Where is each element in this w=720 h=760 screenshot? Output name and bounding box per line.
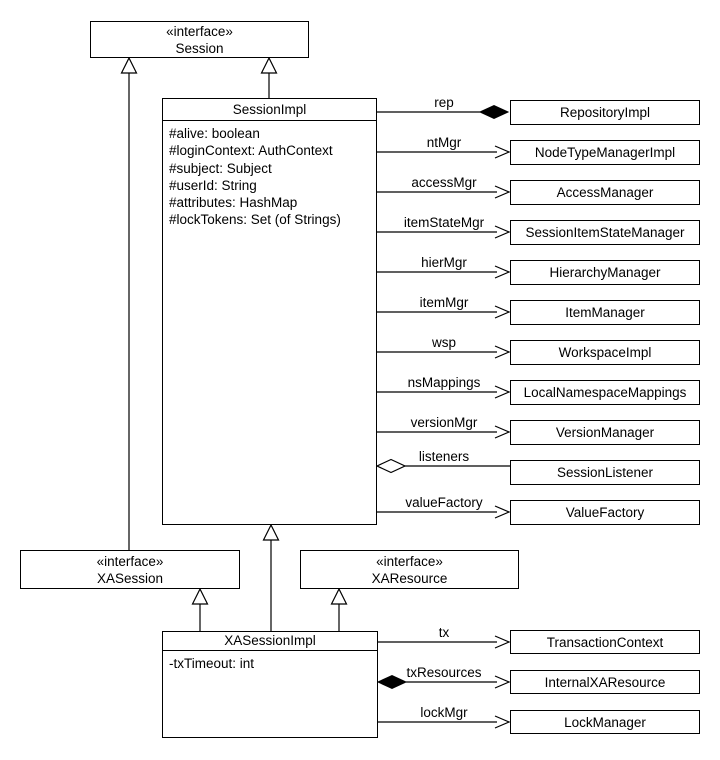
assoc-tx: [378, 635, 511, 649]
class-box-repositoryimpl: RepositoryImpl: [510, 100, 700, 125]
assoc-label-versionmgr: versionMgr: [410, 415, 478, 430]
class-name: NodeTypeManagerImpl: [534, 145, 676, 160]
interface-box-xaresource: «interface» XAResource: [300, 550, 519, 589]
class-box-workspaceimpl: WorkspaceImpl: [510, 340, 700, 365]
attribute: #attributes: HashMap: [169, 195, 298, 211]
class-box-transactioncontext: TransactionContext: [510, 630, 700, 654]
assoc-label-hiermgr: hierMgr: [421, 255, 467, 270]
attribute: #lockTokens: Set (of Strings): [169, 212, 341, 228]
class-box-hierarchymanager: HierarchyManager: [510, 260, 700, 285]
interface-name: Session: [175, 40, 224, 56]
class-box-sessionitemstatemanager: SessionItemStateManager: [510, 220, 700, 245]
class-name: AccessManager: [556, 185, 654, 200]
assoc-label-tx: tx: [438, 625, 450, 640]
assoc-label-txresources: txResources: [406, 665, 482, 680]
class-box-versionmanager: VersionManager: [510, 420, 700, 445]
class-name: TransactionContext: [546, 634, 664, 650]
assoc-label-accessmgr: accessMgr: [411, 175, 477, 190]
attribute-compartment: -txTimeout: int: [163, 651, 377, 676]
assoc-label-ntmgr: ntMgr: [426, 135, 462, 150]
attribute-compartment: #alive: boolean #loginContext: AuthConte…: [163, 121, 376, 233]
assoc-ntMgr: [377, 145, 511, 159]
class-box-localnamespacemappings: LocalNamespaceMappings: [510, 380, 700, 405]
attribute: #loginContext: AuthContext: [169, 143, 333, 159]
assoc-txResources: [376, 674, 511, 690]
interface-name: XAResource: [371, 570, 448, 586]
interface-box-xasession: «interface» XASession: [20, 550, 240, 589]
stereotype-label: «interface»: [96, 553, 164, 569]
generalization-xasessionimpl-to-xasession: [191, 587, 209, 631]
class-title-sessionimpl: SessionImpl: [163, 99, 376, 121]
assoc-itemStateMgr: [377, 225, 511, 239]
assoc-label-rep: rep: [434, 95, 454, 110]
assoc-wsp: [377, 345, 511, 359]
assoc-valueFactory: [377, 505, 511, 519]
assoc-label-lockmgr: lockMgr: [420, 705, 468, 720]
assoc-label-listeners: listeners: [418, 449, 470, 464]
attribute: #alive: boolean: [169, 126, 260, 141]
class-name: InternalXAResource: [544, 674, 666, 690]
assoc-lockMgr: [378, 715, 511, 729]
class-box-valuefactory: ValueFactory: [510, 500, 700, 525]
class-name: SessionListener: [556, 465, 654, 480]
class-name: ItemManager: [565, 305, 645, 320]
assoc-hierMgr: [377, 265, 511, 279]
stereotype-label: «interface»: [166, 23, 233, 39]
class-name: VersionManager: [555, 425, 655, 440]
interface-box-session: «interface» Session: [90, 21, 309, 58]
assoc-versionMgr: [377, 425, 511, 439]
class-name: HierarchyManager: [549, 265, 661, 280]
generalization-xasession-to-session: [120, 56, 138, 550]
assoc-label-wsp: wsp: [431, 335, 456, 350]
assoc-rep: [377, 104, 510, 120]
assoc-nsMappings: [377, 385, 511, 399]
class-box-nodetypemanagerimpl: NodeTypeManagerImpl: [510, 140, 700, 165]
class-box-sessionimpl: SessionImpl #alive: boolean #loginContex…: [162, 98, 377, 525]
class-box-itemmanager: ItemManager: [510, 300, 700, 325]
assoc-label-itemstatemgr: itemStateMgr: [403, 215, 485, 230]
class-name: SessionItemStateManager: [525, 225, 685, 240]
attribute: #userId: String: [169, 177, 257, 193]
interface-name: XASession: [96, 570, 164, 586]
class-box-sessionlistener: SessionListener: [510, 460, 700, 485]
attribute: -txTimeout: int: [169, 656, 255, 671]
assoc-accessMgr: [377, 185, 511, 199]
class-title-xasessionimpl: XASessionImpl: [163, 632, 377, 651]
generalization-xasessionimpl-to-xaresource: [330, 587, 348, 631]
assoc-label-nsmappings: nsMappings: [407, 375, 481, 390]
assoc-label-valuefactory: valueFactory: [405, 495, 483, 510]
class-box-accessmanager: AccessManager: [510, 180, 700, 205]
class-name: WorkspaceImpl: [558, 345, 652, 360]
class-name: LocalNamespaceMappings: [523, 385, 687, 400]
assoc-itemMgr: [377, 305, 511, 319]
class-name: LockManager: [564, 714, 646, 730]
assoc-listeners: [375, 458, 511, 474]
generalization-sessionimpl-to-session: [260, 56, 278, 98]
assoc-label-itemmgr: itemMgr: [419, 295, 469, 310]
class-box-xasessionimpl: XASessionImpl -txTimeout: int: [162, 631, 378, 738]
attribute: #subject: Subject: [169, 160, 272, 176]
class-box-internalxaresource: InternalXAResource: [510, 670, 700, 694]
stereotype-label: «interface»: [376, 553, 443, 569]
generalization-xasessionimpl-to-sessionimpl: [262, 523, 280, 631]
class-name: RepositoryImpl: [559, 105, 651, 120]
class-name: ValueFactory: [565, 505, 645, 520]
class-box-lockmanager: LockManager: [510, 710, 700, 734]
